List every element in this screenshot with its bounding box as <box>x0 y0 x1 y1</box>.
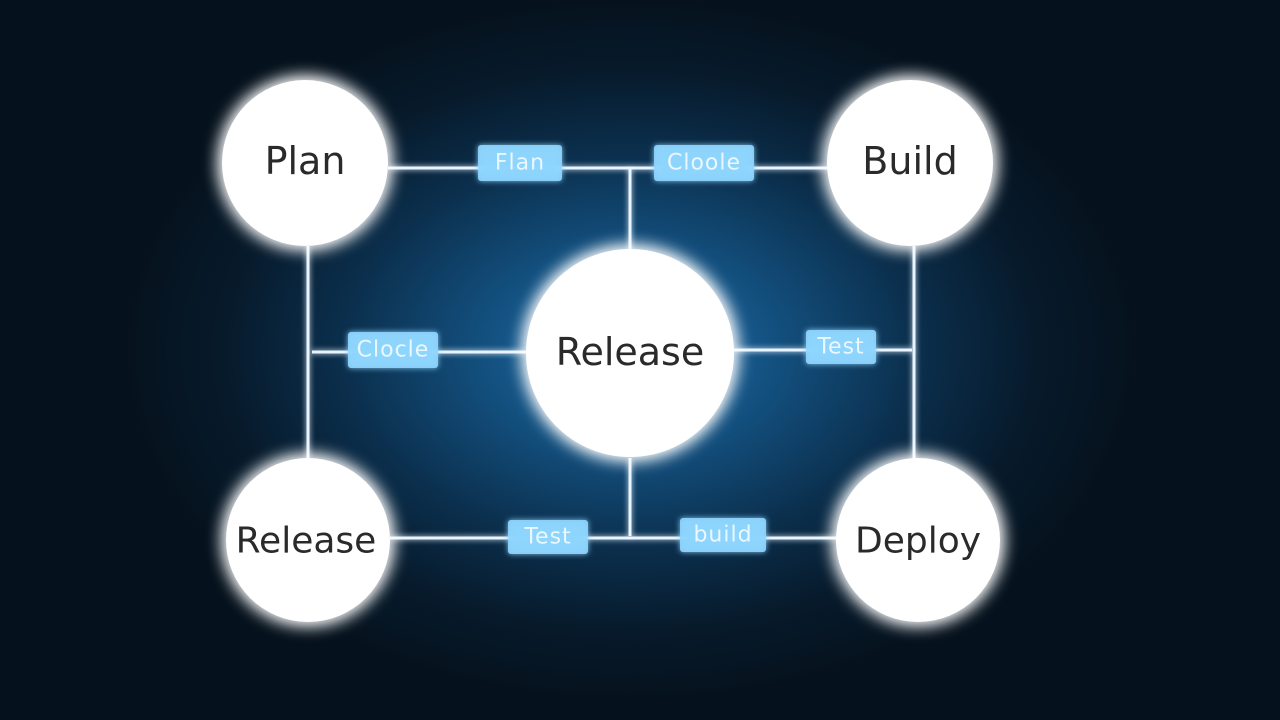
tag-mid-left: Clocle <box>348 332 438 368</box>
tag-mid-right: Test <box>806 330 876 364</box>
tag-top-right: Cloole <box>654 145 754 181</box>
tag-top-left-label: Flan <box>495 151 545 176</box>
node-plan-label: Plan <box>265 139 346 183</box>
tag-bottom-left: Test <box>508 520 588 554</box>
node-center-release: Release <box>526 249 734 457</box>
tag-top-right-label: Cloole <box>667 151 741 176</box>
tag-bottom-left-label: Test <box>523 525 571 550</box>
tag-mid-left-label: Clocle <box>357 338 430 363</box>
node-center-release-label: Release <box>556 330 704 374</box>
tag-bottom-right: build <box>680 518 766 552</box>
tag-mid-right-label: Test <box>816 335 864 360</box>
tag-bottom-right-label: build <box>693 523 752 548</box>
node-plan: Plan <box>222 80 388 246</box>
node-deploy-label: Deploy <box>855 521 981 562</box>
node-release-label: Release <box>236 521 377 562</box>
tag-top-left: Flan <box>478 145 562 181</box>
node-deploy: Deploy <box>836 458 1000 622</box>
node-build: Build <box>827 80 993 246</box>
node-release: Release <box>226 458 390 622</box>
node-build-label: Build <box>862 139 957 183</box>
